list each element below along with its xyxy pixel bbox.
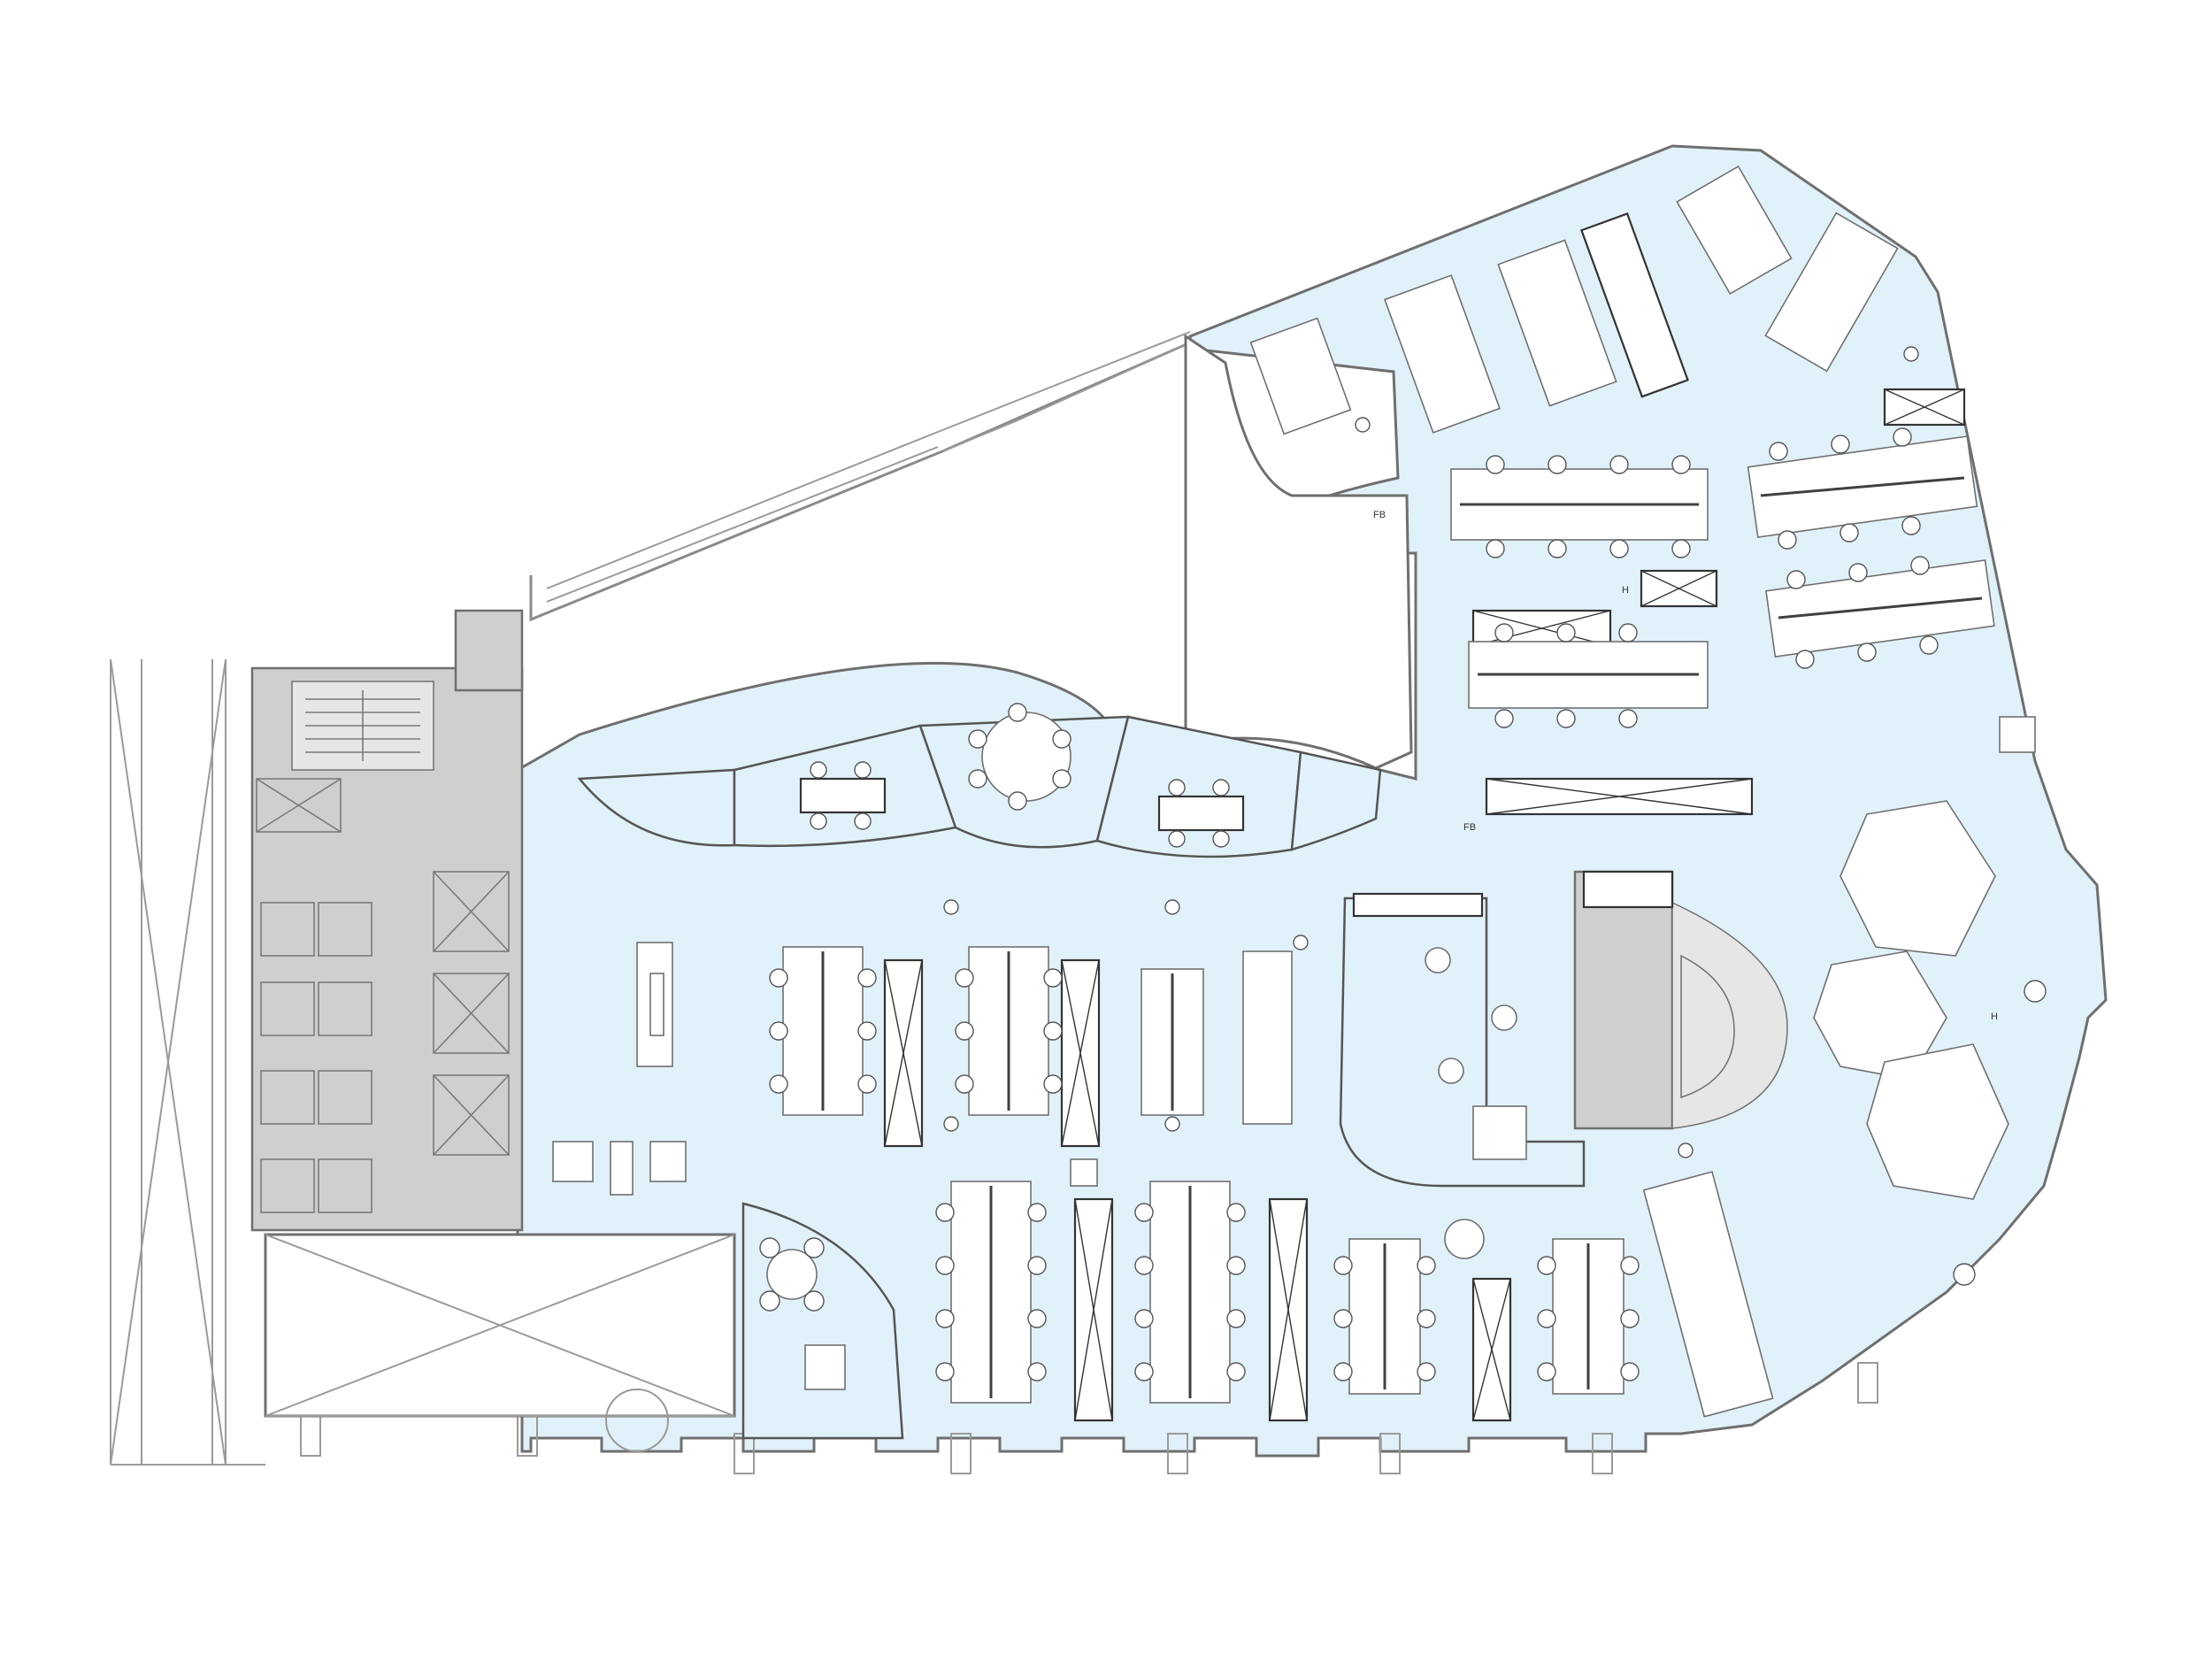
meeting-table-1 — [799, 777, 887, 814]
meeting-room-3 — [1290, 750, 1382, 851]
bench-cluster-northwest — [1249, 165, 1899, 435]
bench-row-north-1 — [1450, 468, 1709, 541]
bench-row-mid-4 — [1242, 950, 1293, 1125]
cafe-table-2 — [1491, 1004, 1517, 1031]
boardroom-table — [981, 712, 1071, 802]
meeting-table-2 — [1157, 795, 1245, 832]
bench-row-mid-3 — [1141, 968, 1204, 1116]
bench-row-north-2 — [1468, 641, 1709, 709]
cafe-seating — [1070, 716, 2036, 1259]
fire-extinguisher-tag-2: FB — [1373, 510, 1386, 520]
fire-extinguisher-tag-1: FB — [1463, 822, 1476, 833]
hose-reel-tag-1: H — [1622, 585, 1629, 596]
round-table-south — [766, 1249, 818, 1300]
reception-lounge — [552, 942, 846, 1390]
lift-shafts — [433, 871, 510, 1156]
cafe-table-3 — [1438, 1058, 1464, 1084]
stair-treads — [305, 690, 420, 761]
bench-row-south-1 — [950, 1181, 1032, 1404]
kitchen-block — [1339, 892, 1586, 1188]
bench-row-mid-1 — [782, 946, 864, 1116]
plan-tags: FB H H FB — [1373, 510, 1998, 1022]
bench-row-south-4 — [1552, 1238, 1624, 1395]
pinwheel-cluster-east — [1813, 800, 2009, 1200]
bench-row-south-5 — [1642, 1171, 1774, 1418]
cafe-table-1 — [1425, 947, 1451, 973]
kitchen-island — [1472, 1105, 1527, 1160]
north-glazing — [529, 331, 1196, 622]
bench-row-south-2 — [1149, 1181, 1231, 1404]
chairs — [759, 427, 1939, 1381]
kitchen-counter — [1352, 892, 1484, 918]
breakout-room-west — [577, 768, 736, 847]
bench-row-mid-2 — [968, 946, 1049, 1116]
bench-row-south-3 — [1348, 1238, 1421, 1395]
loading-bay — [264, 1233, 736, 1452]
meeting-room-2 — [1095, 715, 1302, 858]
service-core — [250, 609, 524, 1232]
meeting-rooms — [577, 712, 1382, 1440]
courtyard-edge — [1184, 334, 1413, 770]
columns — [943, 346, 2047, 1286]
site-lines — [110, 658, 265, 1466]
feature-stair — [1573, 870, 1788, 1130]
bench-row-north-4 — [1765, 559, 1995, 658]
hose-reel-tag-2: H — [1991, 1012, 1998, 1022]
stair-top-units — [1582, 870, 1674, 909]
bench-row-north-3 — [1747, 435, 1978, 538]
toilet-cubicles — [260, 902, 373, 1213]
workstations — [552, 165, 2036, 1418]
storage-units — [883, 212, 1966, 1422]
